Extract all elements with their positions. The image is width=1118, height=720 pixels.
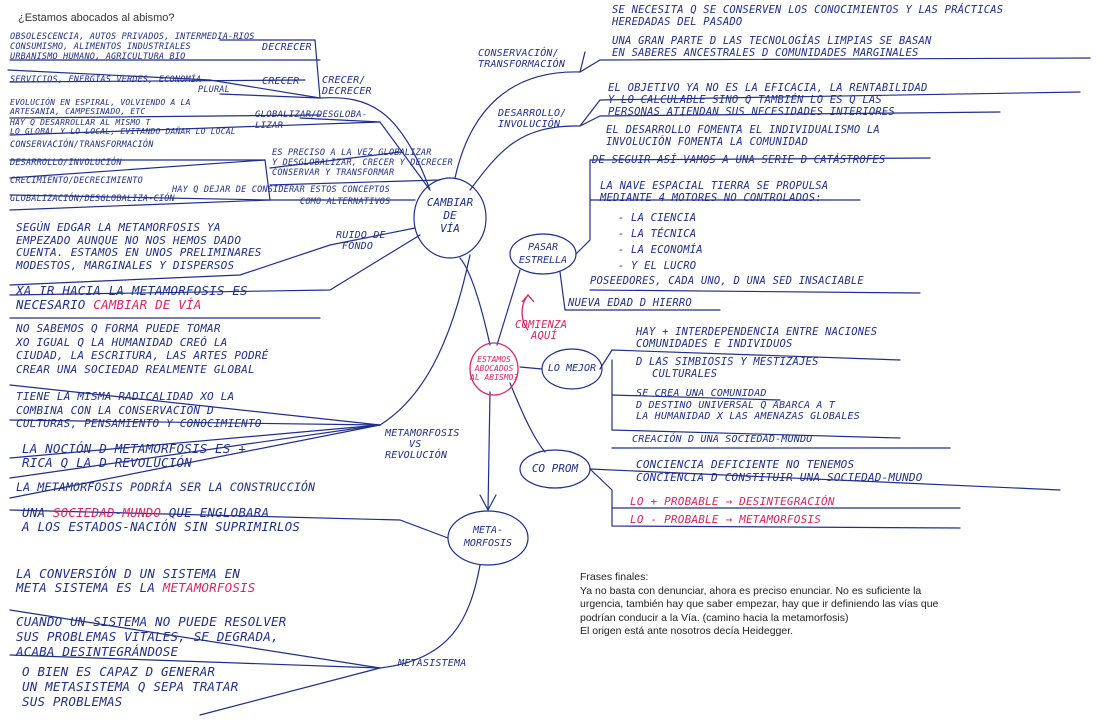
note-probable: LO + PROBABLE → DESINTEGRACIÓN xyxy=(630,495,835,508)
note-laconversion: LA CONVERSIÓN D UN SISTEMA EN META SISTE… xyxy=(16,566,256,595)
note-pair-crecimiento: CRECIMIENTO/DECRECIMIENTO xyxy=(10,176,143,186)
branch-desarrollo: DESARROLLO/INVOLUCIÓN xyxy=(498,108,567,130)
cambiar-via-highlight: CAMBIAR DE VÍA xyxy=(93,297,202,312)
metamorfosis-highlight: METAMORFOSIS xyxy=(162,580,256,595)
final-line: Ya no basta con denunciar, ahora es prec… xyxy=(580,584,922,597)
center-outline xyxy=(469,342,519,396)
branch-metasistema: METASISTEMA xyxy=(398,658,467,669)
hub-coprom: CO PROM xyxy=(531,462,579,475)
note-xa-ir: XA IR HACIA LA METAMORFOSIS ES NECESARIO… xyxy=(16,283,248,312)
branch-globalizar: GLOBALIZAR/DESGLOBA-LIZAR xyxy=(255,110,368,131)
final-line: podrían conducir a la Vía. (camino hacia… xyxy=(580,611,849,624)
hub-lomejor: LO MEJOR xyxy=(547,363,597,374)
note-poseedores: POSEEDORES, CADA UNO, D UNA SED INSACIAB… xyxy=(590,275,864,287)
branch-crecer-decrecer: CRECER/DECRECER xyxy=(322,75,372,97)
final-line: urgencia, también hay que saber empezar,… xyxy=(580,598,939,610)
note-pair-conservacion: CONSERVACIÓN/TRANSFORMACIÓN xyxy=(10,140,154,150)
branch-conservacion: CONSERVACIÓN/TRANSFORMACIÓN xyxy=(478,48,566,70)
note-laconstruccion: LA METAMORFOSIS PODRÍA SER LA CONSTRUCCI… xyxy=(16,480,316,494)
hub-meta: META-MORFOSIS xyxy=(463,525,513,549)
note-objetivo: EL OBJETIVO YA NO ES LA EFICACIA, LA REN… xyxy=(608,82,928,118)
final-line: El origen está ante nosotros decía Heide… xyxy=(580,625,794,637)
sociedad-mundo-highlight: SOCIEDAD-MUNDO xyxy=(52,505,162,520)
note-creacion: CREACIÓN D UNA SOCIEDAD-MUNDO xyxy=(632,434,813,445)
note-pair-desarrollo: DESARROLLO/INVOLUCIÓN xyxy=(10,158,122,168)
page-title: ¿Estamos abocados al abismo? xyxy=(18,12,175,24)
final-heading: Frases finales: xyxy=(580,571,649,583)
branch-crecer: CRECER xyxy=(262,76,300,87)
hub-cambiar-outline xyxy=(413,177,487,259)
note-pair-globalizacion: GLOBALIZACIÓN/DESGLOBALIZA-CIÓN xyxy=(10,194,175,204)
note-improbable: LO - PROBABLE → METAMORFOSIS xyxy=(630,513,822,526)
note-decrecer-items: OBSOLESCENCIA, AUTOS PRIVADOS, INTERMEDI… xyxy=(10,32,255,62)
note-sociedad-mundo: UNA SOCIEDAD-MUNDO QUE ENGLOBARA A LOS E… xyxy=(22,505,301,534)
note-motores: - LA CIENCIA- LA TÉCNICA- LA ECONOMÍA- Y… xyxy=(618,212,703,272)
note-lanocion: LA NOCIÓN D METAMORFOSIS ES +RICA Q LA D… xyxy=(22,441,247,470)
note-dejar: HAY Q DEJAR DE CONSIDERAR ESTOS CONCEPTO… xyxy=(172,185,391,207)
final-phrases: Frases finales: Ya no basta con denuncia… xyxy=(580,571,980,639)
note-tecnologias: UNA GRAN PARTE D LAS TECNOLOGÍAS LIMPIAS… xyxy=(612,35,932,59)
note-desarrollo: EL DESARROLLO FOMENTA EL INDIVIDUALISMO … xyxy=(606,124,880,148)
note-deseguir: DE SEGUIR ASÍ VAMOS A UNA SERIE D CATÁST… xyxy=(592,154,886,166)
branch-decrecer: DECRECER xyxy=(262,42,312,53)
note-nueva: NUEVA EDAD D HIERRO xyxy=(568,297,692,309)
note-conocimientos: SE NECESITA Q SE CONSERVEN LOS CONOCIMIE… xyxy=(612,4,1004,28)
